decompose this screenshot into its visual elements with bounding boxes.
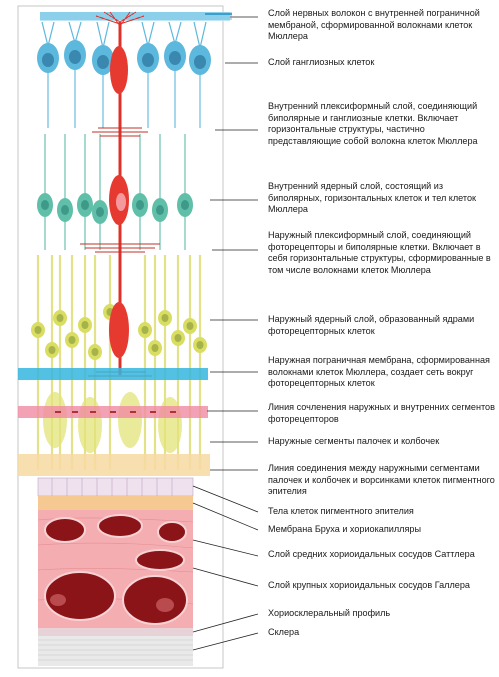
rpe-layer [37,477,194,497]
leader-line-sattler-layer [192,539,259,557]
vessel-6 [122,575,188,625]
bipolar-cell [177,134,193,250]
cone-inner-segment [158,397,182,453]
label-bruch-membrane: Мембрана Бруха и хориокапилляры [268,524,421,534]
block-outline [17,5,224,669]
leader-lines [192,16,259,651]
label-sattler-layer: Слой средних хориоидальных сосудов Саттл… [268,549,475,559]
leader-line-rpe-cell-bodies [192,485,259,513]
sclera-layer [38,636,193,666]
cone-inner-segment [78,397,102,453]
ganglion-cell [37,21,59,128]
label-outer-segment-rpe-junction: Линия соединения между наружными сегмент… [268,463,495,497]
cone-inner-segment [43,392,67,448]
bruch-membrane-band [38,496,193,510]
photoreceptor-cell [103,255,117,470]
label-sclera: Склера [268,627,300,637]
label-rpe-cell-bodies: Тела клеток пигментного эпителия [268,506,414,516]
cone-inner-segment [118,392,142,448]
nerve-fiber-layer-graphic [40,12,232,21]
label-nerve-fiber-layer: Слой нервных волокон с внутренней погран… [268,8,480,42]
label-outer-limiting-membrane: Наружная пограничная мембрана, сформиров… [268,355,490,389]
vessel-2 [97,514,143,538]
photoreceptor-cell [193,255,207,470]
label-haller-layer: Слой крупных хориоидальных сосудов Галле… [268,580,470,590]
choroid-scleral-band [38,628,193,636]
label-outer-nuclear-layer: Наружный ядерный слой, образованный ядра… [268,314,475,336]
leader-line-sclera [192,632,259,651]
label-inner-nuclear-layer: Внутренний ядерный слой, состоящий из би… [268,181,477,215]
photoreceptor-cell [148,255,162,470]
vessel-5 [44,571,116,621]
leader-line-choroid-scleral-profile [192,613,259,633]
bipolar-cell [92,134,108,250]
label-ganglion-cell-layer: Слой ганглиозных клеток [268,57,375,67]
ganglion-cells [37,21,211,128]
photoreceptor-cell [183,255,197,470]
mueller-cell [80,11,160,377]
ganglion-cell [64,21,86,128]
outer-limiting-membrane-band [18,368,208,380]
photoreceptor-cell [138,255,152,470]
ganglion-cell [164,21,186,128]
outer-segments-band [18,454,210,476]
label-outer-plexiform-layer: Наружный плексиформный слой, соединяющий… [268,230,491,275]
bipolar-cell [132,134,148,250]
ganglion-cell [189,21,211,128]
label-choroid-scleral-profile: Хориосклеральный профиль [268,608,391,618]
bipolar-cell [57,134,73,250]
label-outer-segments: Наружные сегменты палочек и колбочек [268,436,440,446]
bipolar-cell [152,134,168,250]
vessel-1 [44,517,86,543]
ganglion-cell [137,21,159,128]
choroid [37,510,194,628]
leader-line-bruch-membrane [192,502,259,531]
bipolar-cells [37,134,193,250]
leader-line-haller-layer [192,567,259,587]
label-inner-plexiform-layer: Внутренний плексиформный слой, соединяющ… [268,101,478,146]
photoreceptor-cell [65,255,79,470]
bipolar-cell [77,134,93,250]
ganglion-cell [92,21,114,128]
bipolar-cell [37,134,53,250]
mueller-soma-bottom [109,302,129,358]
vessel-4 [135,549,185,571]
vessel-3 [157,521,187,543]
label-segment-junction-line: Линия сочленения наружных и внутренних с… [268,402,495,424]
photoreceptor-cell [31,255,45,470]
mueller-soma-top [110,46,128,94]
